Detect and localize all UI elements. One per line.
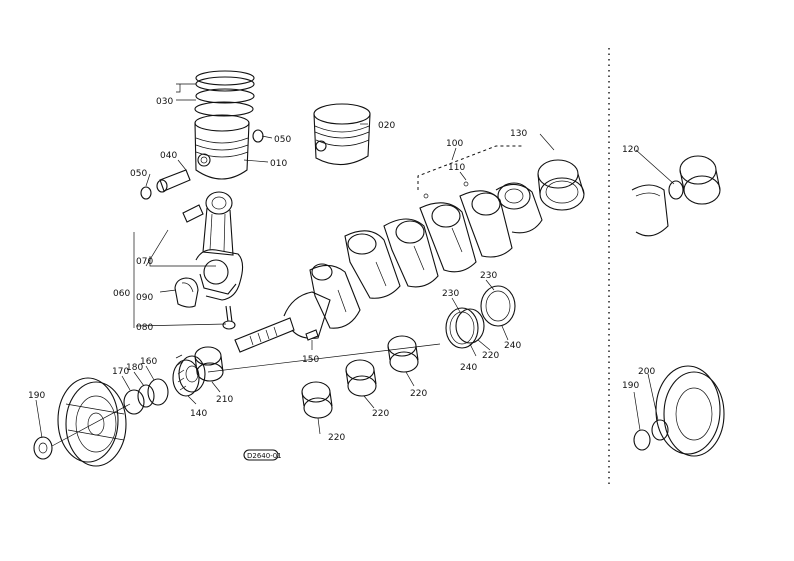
label-050-left: 050 bbox=[130, 169, 147, 179]
label-230-a: 230 bbox=[442, 289, 459, 299]
collar-160 bbox=[147, 378, 169, 406]
label-010: 010 bbox=[270, 159, 287, 169]
label-130: 130 bbox=[510, 129, 527, 139]
label-230-b: 230 bbox=[480, 271, 497, 281]
piston-pin bbox=[156, 169, 191, 193]
main-bearing-220-c bbox=[345, 359, 377, 397]
label-030: 030 bbox=[156, 97, 173, 107]
piston-right bbox=[313, 103, 371, 166]
label-140: 140 bbox=[190, 409, 207, 419]
o-ring-170 bbox=[123, 389, 145, 415]
diagram-stamp-box bbox=[243, 449, 279, 461]
label-070: 070 bbox=[136, 257, 153, 267]
label-160: 160 bbox=[140, 357, 157, 367]
part-labels: 030 010 050 040 050 020 070 060 090 080 … bbox=[28, 97, 655, 443]
washer-180 bbox=[137, 384, 155, 408]
label-150: 150 bbox=[302, 355, 319, 365]
label-190-right: 190 bbox=[622, 381, 639, 391]
crankshaft bbox=[234, 181, 543, 353]
label-240-b: 240 bbox=[504, 341, 521, 351]
connecting-rod bbox=[195, 191, 244, 301]
label-020: 020 bbox=[378, 121, 395, 131]
label-220-a: 220 bbox=[328, 433, 345, 443]
piston-rings bbox=[194, 70, 255, 117]
bearing-130 bbox=[537, 159, 585, 211]
crank-gear bbox=[172, 354, 206, 397]
circlip-left bbox=[140, 186, 152, 200]
label-120: 120 bbox=[622, 145, 639, 155]
rod-bearing bbox=[174, 277, 199, 308]
inset-bearing bbox=[631, 155, 721, 237]
inset-pulley bbox=[633, 365, 725, 457]
label-080: 080 bbox=[136, 323, 153, 333]
crank-pulley-left bbox=[57, 377, 127, 467]
label-220-c: 220 bbox=[410, 389, 427, 399]
small-end-bushing bbox=[182, 204, 204, 223]
label-170: 170 bbox=[112, 367, 129, 377]
circlip-right bbox=[252, 129, 264, 143]
label-190-left: 190 bbox=[28, 391, 45, 401]
label-090: 090 bbox=[136, 293, 153, 303]
diagram-stamp: D2640-01 bbox=[247, 452, 282, 460]
label-050-right: 050 bbox=[274, 135, 291, 145]
label-200: 200 bbox=[638, 367, 655, 377]
label-240-a: 240 bbox=[460, 363, 477, 373]
main-bearing-220-d bbox=[387, 335, 419, 373]
nut-left bbox=[33, 436, 53, 460]
label-220-b: 220 bbox=[372, 409, 389, 419]
label-100: 100 bbox=[446, 139, 463, 149]
key bbox=[305, 329, 319, 341]
piston-left bbox=[194, 114, 250, 180]
label-180: 180 bbox=[126, 363, 143, 373]
crankshaft-bracket bbox=[417, 145, 524, 190]
label-220-d: 220 bbox=[482, 351, 499, 361]
thrust-washers bbox=[445, 285, 516, 349]
label-040: 040 bbox=[160, 151, 177, 161]
label-110: 110 bbox=[448, 163, 465, 173]
rod-bolt bbox=[222, 305, 236, 330]
bushing-210 bbox=[194, 346, 224, 382]
label-210: 210 bbox=[216, 395, 233, 405]
label-060: 060 bbox=[113, 289, 130, 299]
main-bearing-220-b bbox=[301, 381, 333, 419]
leader-lines bbox=[35, 83, 675, 439]
